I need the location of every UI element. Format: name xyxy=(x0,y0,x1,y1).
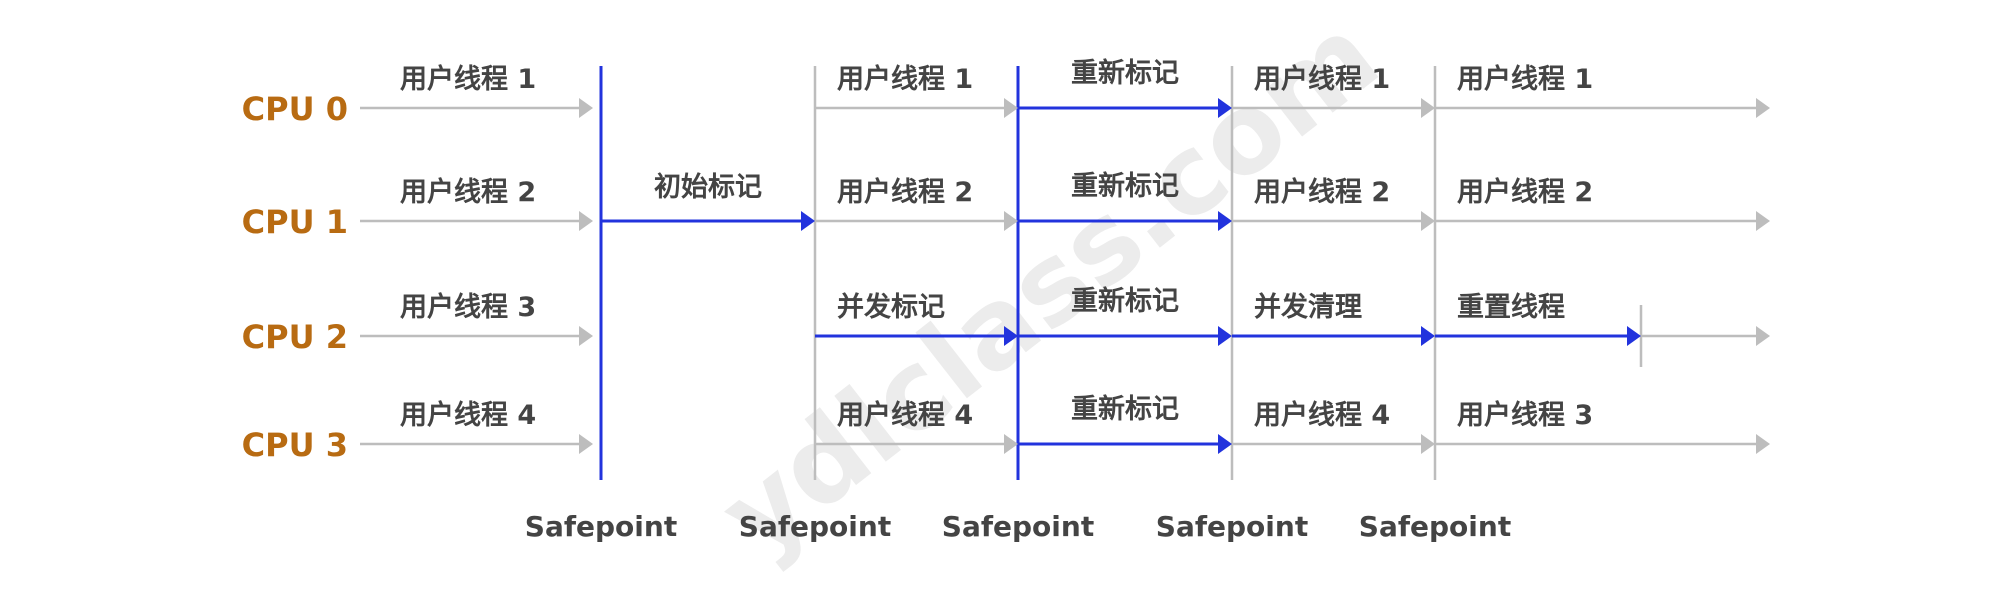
cpu-label-3: CPU 3 xyxy=(242,426,348,464)
cpu-label-2: CPU 2 xyxy=(242,318,348,356)
safepoint-label-2: Safepoint xyxy=(942,510,1094,543)
phase2-label-1: 用户线程 2 xyxy=(837,176,973,208)
phase3-arrow-3-head xyxy=(1218,434,1232,454)
phase5-label-2: 重置线程 xyxy=(1457,292,1565,323)
safepoint-label-0: Safepoint xyxy=(525,510,677,543)
phase4-arrow-3-head xyxy=(1421,434,1435,454)
phase3-arrow-1-head xyxy=(1218,211,1232,231)
phase1-label-2: 用户线程 3 xyxy=(400,291,536,323)
phase1-label-1: 用户线程 2 xyxy=(400,176,536,208)
phase4-arrow-1-head xyxy=(1421,211,1435,231)
phase5-label-1: 用户线程 2 xyxy=(1457,176,1593,208)
phase5-arrow-tail-2-head xyxy=(1756,326,1770,346)
phase2-arrow-2-head xyxy=(1004,326,1018,346)
phase4-arrow-0-head xyxy=(1421,98,1435,118)
phase4-label-2: 并发清理 xyxy=(1254,291,1362,323)
cpu-label-0: CPU 0 xyxy=(242,90,348,128)
initial-mark-label: 初始标记 xyxy=(654,171,762,203)
phase5-arrow-0-head xyxy=(1756,98,1770,118)
phase3-label-1: 重新标记 xyxy=(1071,170,1179,202)
phase3-label-2: 重新标记 xyxy=(1071,285,1179,317)
phase2-arrow-0-head xyxy=(1004,98,1018,118)
phase5-arrow-1-head xyxy=(1756,211,1770,231)
phase1-arrow-2-head xyxy=(579,326,593,346)
safepoint-label-1: Safepoint xyxy=(739,510,891,543)
phase3-label-0: 重新标记 xyxy=(1071,57,1179,89)
phase2-arrow-1-head xyxy=(1004,211,1018,231)
phase3-arrow-0-head xyxy=(1218,98,1232,118)
safepoint-label-4: Safepoint xyxy=(1359,510,1511,543)
phase4-label-0: 用户线程 1 xyxy=(1254,63,1390,95)
phase5-arrow-3-head xyxy=(1756,434,1770,454)
phase1-arrow-0-head xyxy=(579,98,593,118)
initial-mark-arrow-head xyxy=(801,211,815,231)
cpu-label-1: CPU 1 xyxy=(242,203,348,241)
phase5-arrow-2-head xyxy=(1627,326,1641,346)
phase2-label-0: 用户线程 1 xyxy=(837,63,973,95)
phase4-label-3: 用户线程 4 xyxy=(1254,399,1390,431)
phase1-arrow-3-head xyxy=(579,434,593,454)
phase1-label-3: 用户线程 4 xyxy=(400,399,536,431)
safepoint-label-3: Safepoint xyxy=(1156,510,1308,543)
phase3-arrow-2-head xyxy=(1218,326,1232,346)
phase3-label-3: 重新标记 xyxy=(1071,393,1179,425)
phase1-arrow-1-head xyxy=(579,211,593,231)
phase5-label-0: 用户线程 1 xyxy=(1457,63,1593,95)
phase4-arrow-2-head xyxy=(1421,326,1435,346)
phase2-label-3: 用户线程 4 xyxy=(837,399,973,431)
phase2-label-2: 并发标记 xyxy=(837,291,945,323)
phase2-arrow-3-head xyxy=(1004,434,1018,454)
phase1-label-0: 用户线程 1 xyxy=(400,63,536,95)
phase4-label-1: 用户线程 2 xyxy=(1254,176,1390,208)
phase5-label-3: 用户线程 3 xyxy=(1457,399,1593,431)
